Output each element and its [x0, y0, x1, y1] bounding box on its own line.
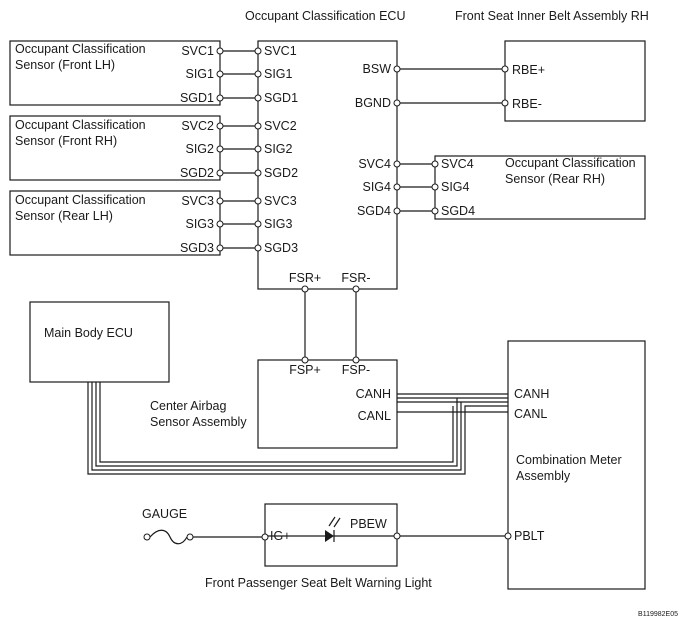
sensor-name-line2: Sensor (Front LH) [15, 58, 115, 72]
sensor-name-line2: Sensor (Rear RH) [505, 172, 605, 186]
occupant-classification-ecu [257, 40, 398, 290]
ecu-pin-label: FSR+ [289, 271, 321, 285]
meter-pin-label: CANL [514, 407, 547, 421]
sensor-name-line1: Occupant Classification [505, 156, 636, 170]
sensor-pin-label: SGD1 [180, 91, 214, 105]
sensor-rear-rh: Occupant Classification Sensor (Rear RH)… [434, 155, 646, 220]
sensor-pin-label: SIG3 [186, 217, 215, 231]
sensor-wires-left [220, 50, 258, 249]
airbag-pin-label: FSP+ [289, 363, 321, 377]
airbag-pin-label: FSP- [342, 363, 370, 377]
light-pin-label: PBEW [350, 517, 387, 531]
sensor-name-line2: Sensor (Front RH) [15, 134, 117, 148]
sensor-pin-label: SGD2 [180, 166, 214, 180]
meter-name-line1: Combination Meter [516, 453, 622, 467]
can-bus-wires [87, 382, 508, 475]
ecu-pin-label: SVC1 [264, 44, 297, 58]
sensor-rear-lh: Occupant Classification Sensor (Rear LH)… [9, 190, 221, 256]
ecu-right-pins: BSW BGND SVC4 SIG4 SGD4 [355, 62, 391, 218]
led-diode-icon [325, 530, 334, 542]
combination-meter-assembly: CANH CANL Combination Meter Assembly PBL… [507, 340, 646, 590]
ecu-pin-label: BSW [363, 62, 392, 76]
center-airbag-sensor-assembly: FSP+ FSP- CANH CANL [257, 359, 398, 449]
ecu-pin-label: SIG4 [363, 180, 392, 194]
fuse-icon [143, 529, 194, 545]
airbag-pin-label: CANL [358, 409, 391, 423]
gauge-label: GAUGE [142, 507, 187, 521]
sensor-pin-label: SIG4 [441, 180, 470, 194]
sensor-name-line1: Occupant Classification [15, 42, 146, 56]
sensor-pin-label: SGD3 [180, 241, 214, 255]
sensor-front-lh: Occupant Classification Sensor (Front LH… [9, 40, 221, 106]
sensor-name-line1: Occupant Classification [15, 193, 146, 207]
main-body-ecu-label: Main Body ECU [44, 326, 133, 340]
ecu-title: Occupant Classification ECU [245, 9, 405, 23]
ecu-pin-label: SGD2 [264, 166, 298, 180]
ecu-pin-label: SIG3 [264, 217, 293, 231]
ecu-pin-label: SIG2 [264, 142, 293, 156]
main-body-ecu: Main Body ECU [29, 301, 170, 383]
belt-assembly-title: Front Seat Inner Belt Assembly RH [455, 9, 649, 23]
ecu-pin-label: SIG1 [264, 67, 293, 81]
sensor-wires-right [397, 163, 435, 212]
led-light-rays-icon [328, 516, 341, 528]
sensor-pin-label: SIG1 [186, 67, 215, 81]
sensor-pin-label: SVC2 [181, 119, 214, 133]
belt-assembly: RBE+ RBE- [504, 40, 646, 122]
ecu-left-pins: SVC1 SIG1 SGD1 SVC2 SIG2 SGD2 SVC3 SIG3 … [264, 44, 298, 255]
sensor-front-rh: Occupant Classification Sensor (Front RH… [9, 115, 221, 181]
ecu-pin-label: BGND [355, 96, 391, 110]
meter-name-line2: Assembly [516, 469, 571, 483]
sensor-pin-label: SVC1 [181, 44, 214, 58]
belt-pin-label: RBE+ [512, 63, 545, 77]
ecu-pin-label: FSR- [341, 271, 370, 285]
airbag-name-line2: Sensor Assembly [150, 415, 247, 429]
belt-pin-label: RBE- [512, 97, 542, 111]
seat-belt-warning-light: IG+ PBEW [264, 503, 398, 567]
airbag-pin-label: CANH [356, 387, 391, 401]
ecu-pin-label: SGD3 [264, 241, 298, 255]
ecu-pin-label: SVC4 [358, 157, 391, 171]
ecu-pin-label: SGD1 [264, 91, 298, 105]
warning-light-title: Front Passenger Seat Belt Warning Light [205, 576, 432, 590]
ecu-pin-label: SVC3 [264, 194, 297, 208]
sensor-pin-label: SGD4 [441, 204, 475, 218]
sensor-pin-label: SVC3 [181, 194, 214, 208]
sensor-name-line1: Occupant Classification [15, 118, 146, 132]
meter-pin-label: CANH [514, 387, 549, 401]
connector-pins [216, 47, 512, 541]
sensor-pin-label: SIG2 [186, 142, 215, 156]
sensor-pin-label: SVC4 [441, 157, 474, 171]
meter-pin-label: PBLT [514, 529, 545, 543]
figure-id: B119982E05 [638, 611, 678, 618]
ecu-pin-label: SVC2 [264, 119, 297, 133]
ecu-pin-label: SGD4 [357, 204, 391, 218]
airbag-name-line1: Center Airbag [150, 399, 226, 413]
sensor-name-line2: Sensor (Rear LH) [15, 209, 113, 223]
